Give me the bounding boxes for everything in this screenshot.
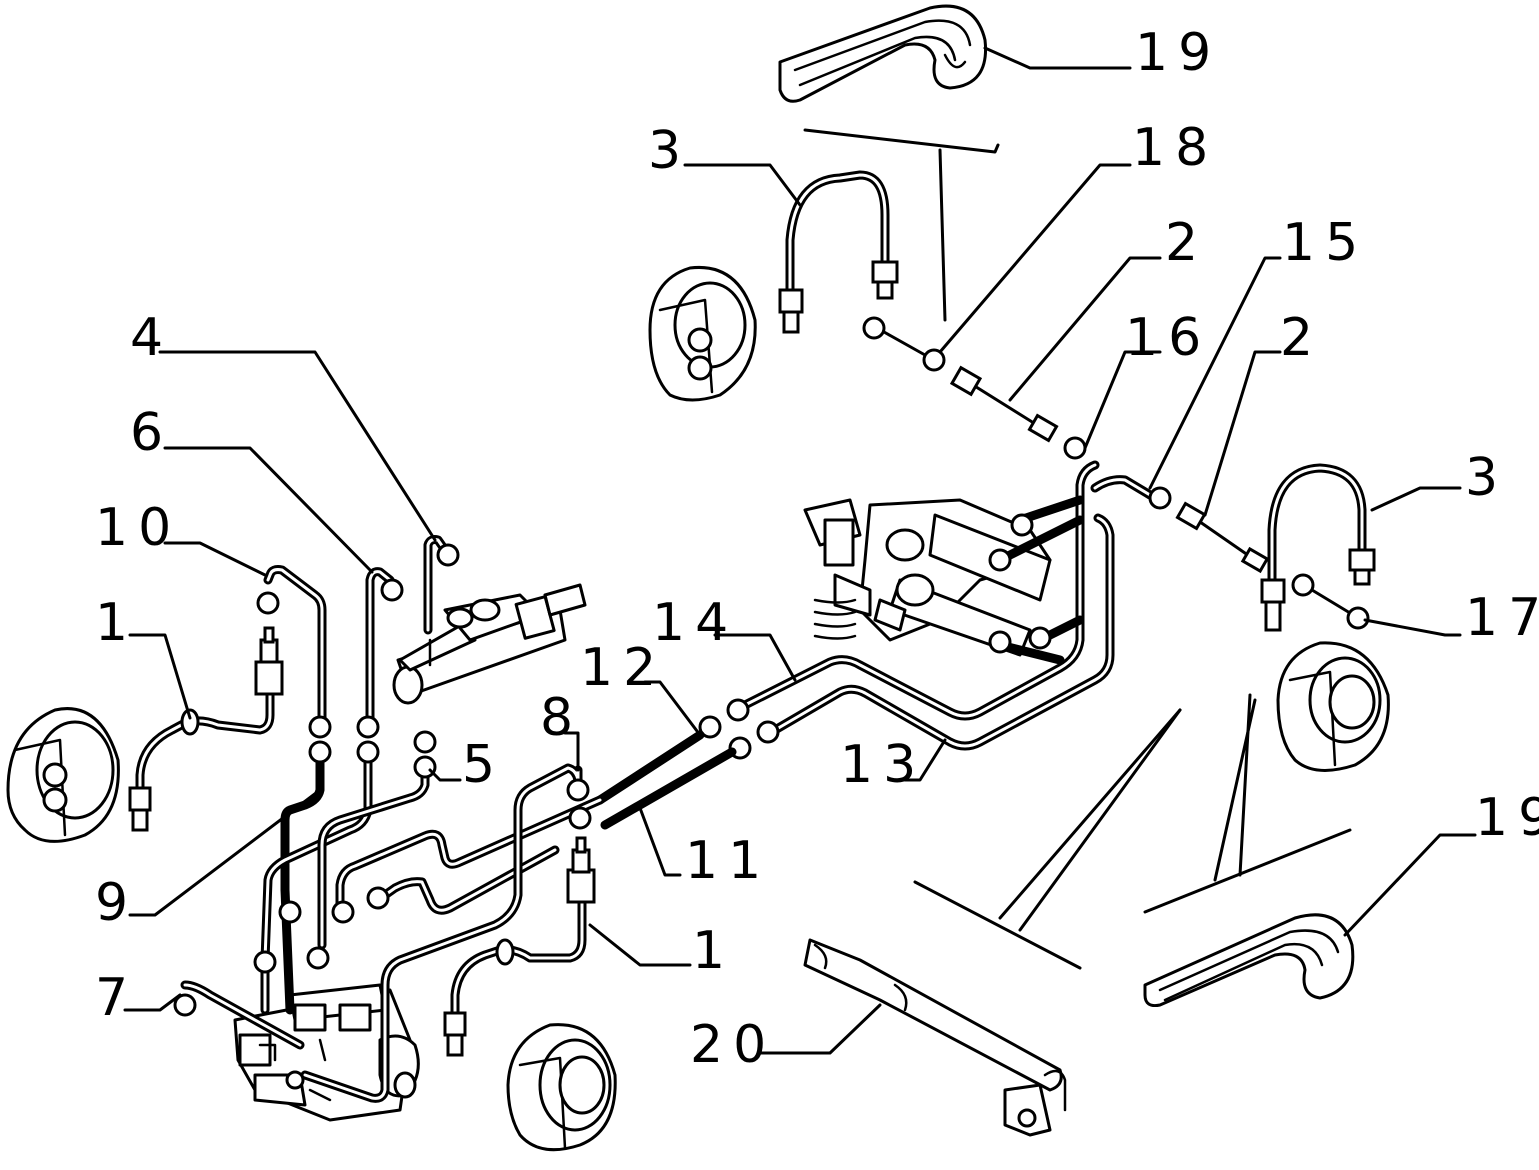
brake-lines-11-12 <box>595 715 752 830</box>
brake-lines-front <box>173 535 605 1103</box>
callout-13: 13 <box>840 735 926 795</box>
callout-1-bottom: 1 <box>692 921 735 981</box>
callout-5: 5 <box>462 735 505 795</box>
part-3-brake-hose-right <box>1260 463 1376 632</box>
part-1-brake-hose-left <box>128 626 284 832</box>
part-2-connector-right <box>1175 501 1270 574</box>
part-20-clip-bracket <box>803 938 1067 1137</box>
part-19-grommet-top <box>778 4 988 103</box>
leader-lines <box>123 46 1477 1055</box>
callout-8: 8 <box>540 688 583 748</box>
callout-19-bottom: 19 <box>1475 788 1539 848</box>
callout-15: 15 <box>1282 213 1368 273</box>
callout-16: 16 <box>1125 308 1211 368</box>
part-2-connector-top <box>949 365 1059 443</box>
brake-disc-right <box>1276 641 1390 772</box>
callout-19-top: 19 <box>1135 23 1221 83</box>
master-cylinder <box>392 568 587 705</box>
callout-1-left: 1 <box>95 593 138 653</box>
brake-disc-bottom <box>506 1023 617 1152</box>
part-1-brake-hose-bottom <box>443 836 596 1057</box>
callout-10: 10 <box>95 498 181 558</box>
callout-4: 4 <box>130 308 173 368</box>
part-3-brake-hose-top <box>778 170 899 334</box>
callout-2-top: 2 <box>1165 213 1208 273</box>
brake-disc-top <box>648 265 757 402</box>
chassis-outline <box>803 128 1352 970</box>
callouts: 19 3 18 2 15 16 2 3 17 4 6 10 1 14 12 8 … <box>95 23 1539 1075</box>
callout-9: 9 <box>95 873 138 933</box>
callout-20: 20 <box>690 1015 776 1075</box>
callout-11: 11 <box>685 831 771 891</box>
callout-7: 7 <box>95 968 138 1028</box>
callout-3-top: 3 <box>648 121 691 181</box>
part-18-bleeder <box>862 316 946 372</box>
part-17-bleeder <box>1291 573 1370 630</box>
brake-pressure-regulator <box>803 498 1052 657</box>
brake-lines-rear <box>726 436 1172 751</box>
callout-2-right: 2 <box>1280 308 1323 368</box>
callout-17: 17 <box>1465 588 1539 648</box>
part-19-grommet-bottom <box>1143 913 1355 1007</box>
callout-6: 6 <box>130 403 173 463</box>
abs-hydraulic-unit <box>233 983 420 1122</box>
callout-18: 18 <box>1132 118 1218 178</box>
brake-disc-left <box>6 707 120 843</box>
callout-12: 12 <box>580 638 666 698</box>
callout-3-right: 3 <box>1465 448 1508 508</box>
callout-14: 14 <box>652 593 738 653</box>
